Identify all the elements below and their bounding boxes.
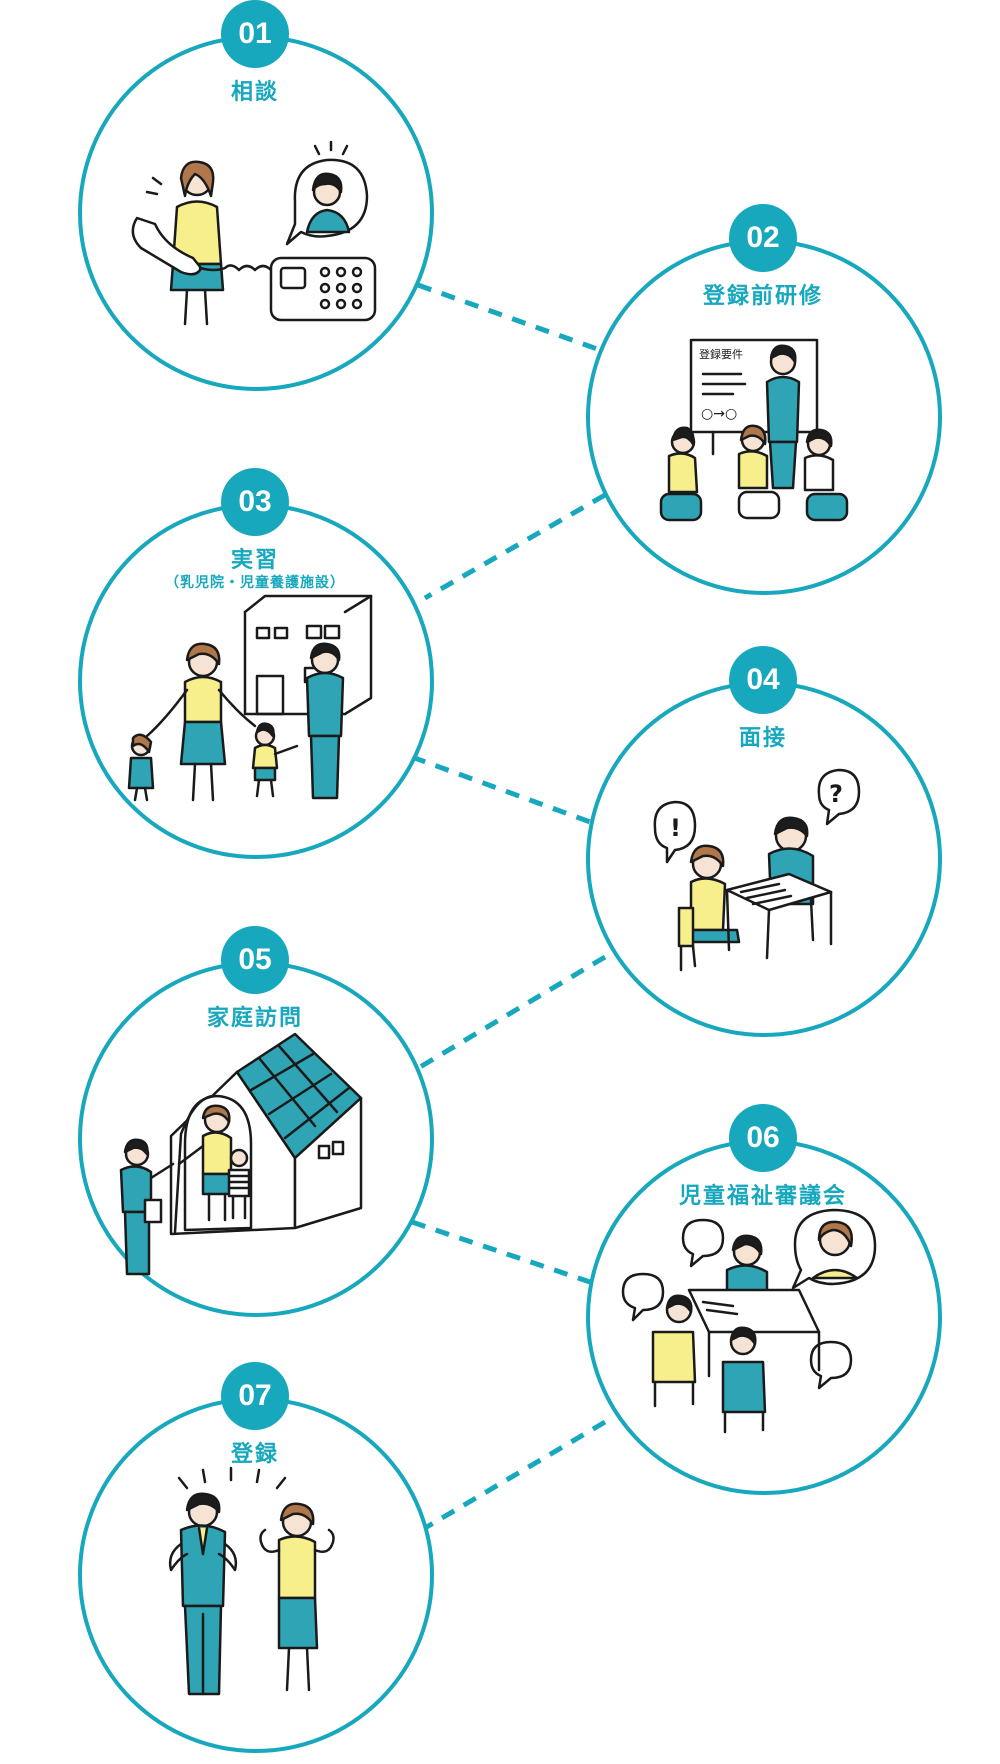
speech-bubble (809, 1340, 853, 1390)
whiteboard-title: 登録要件 (699, 347, 743, 361)
connector-02-03 (423, 492, 607, 601)
question-mark: ? (829, 780, 843, 808)
step-number-badge: 04 (729, 646, 797, 714)
connector-04-05 (418, 954, 607, 1070)
step-number-badge: 02 (729, 204, 797, 272)
step-circle (586, 681, 942, 1037)
step-number-badge: 06 (729, 1104, 797, 1172)
facility-practice-icon (127, 594, 373, 802)
step-title: 面接 (738, 726, 787, 751)
step-title: 登録前研修 (702, 284, 823, 309)
step-01: 01 相談 (75, 0, 435, 392)
step-04: 04 面接 ! ? (583, 646, 943, 1038)
exclamation-mark: ! (670, 814, 681, 842)
connector-06-07 (423, 1419, 607, 1531)
interview-icon: ! ? (653, 768, 861, 972)
step-number-badge: 01 (221, 0, 289, 68)
step-circle (78, 1397, 434, 1753)
connector-03-04 (411, 754, 594, 826)
step-title: 相談 (230, 80, 279, 105)
step-03: 03 実習 （乳児院・児童養護施設） (75, 468, 435, 860)
step-05: 05 家庭訪問 (75, 926, 435, 1318)
step-number-badge: 07 (221, 1362, 289, 1430)
step-02: 02 登録前研修 登録要件 ○→○ (583, 204, 943, 596)
connector-05-06 (411, 1219, 594, 1286)
speech-bubble (621, 1272, 665, 1322)
exclamation-bubble (653, 800, 697, 864)
training-session-icon: 登録要件 ○→○ (659, 338, 849, 522)
phone-consultation-icon (131, 140, 377, 326)
home-visit-icon (119, 1032, 363, 1276)
registration-celebration-icon (168, 1466, 335, 1696)
step-06: 06 児童福祉審議会 (583, 1104, 943, 1496)
speech-bubble (681, 1218, 725, 1268)
step-number-badge: 05 (221, 926, 289, 994)
council-meeting-icon (621, 1208, 877, 1434)
step-number-badge: 03 (221, 468, 289, 536)
step-07: 07 登録 (75, 1362, 435, 1754)
step-title: 家庭訪問 (206, 1006, 303, 1031)
step-circle (586, 239, 942, 595)
step-subtitle: （乳児院・児童養護施設） (165, 575, 345, 591)
step-title: 登録 (230, 1442, 279, 1467)
step-title: 実習 (230, 548, 279, 573)
step-title: 児童福祉審議会 (678, 1184, 847, 1209)
connector-01-02 (417, 282, 601, 353)
step-circle (78, 35, 434, 391)
whiteboard-flow: ○→○ (701, 406, 737, 422)
question-bubble (817, 768, 861, 826)
